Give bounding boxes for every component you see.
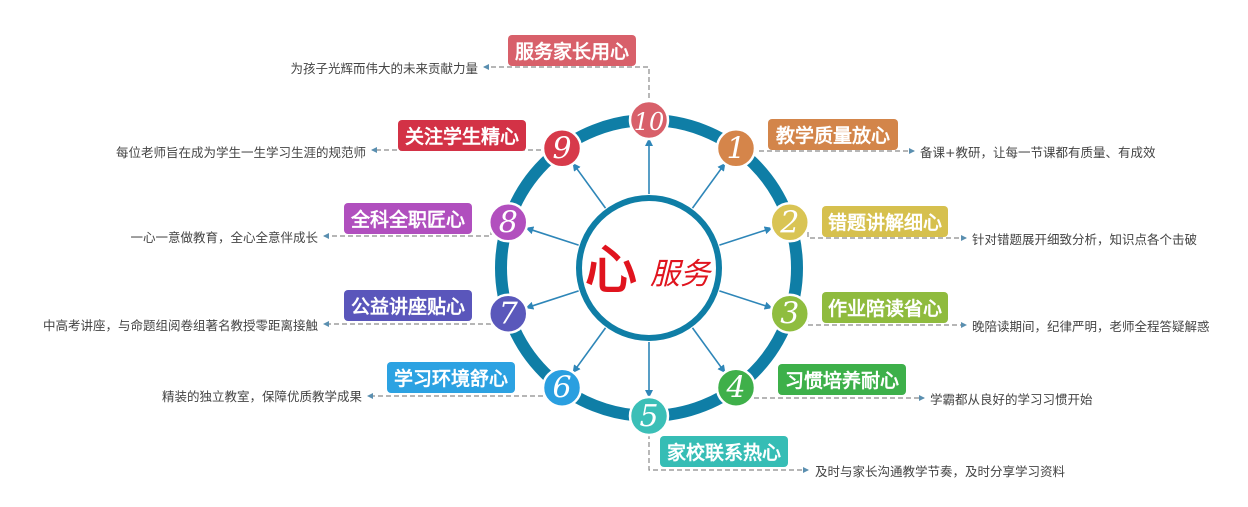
core-layer: 心 服务: [495, 114, 803, 422]
radial-arrow-4: [691, 327, 726, 374]
radial-arrow-6: [572, 327, 607, 374]
description-7: 中高考讲座，与命题组阅卷组著名教授零距离接触: [43, 318, 319, 333]
number-circle-4: [715, 367, 757, 408]
badge-label-7: 公益讲座贴心: [351, 295, 465, 318]
badge-label-1: 教学质量放心: [776, 124, 890, 147]
center-title-small: 服务: [650, 257, 713, 292]
arrow-layer: [525, 138, 773, 398]
connector-line-5: [648, 426, 809, 473]
number-label-9: 9: [552, 131, 571, 166]
number-circle-7: [487, 293, 529, 334]
description-10: 为孩子光辉而伟大的未来贡献力量: [290, 61, 478, 76]
description-5: 及时与家长沟通教学节奏，及时分享学习资料: [815, 464, 1066, 479]
number-label-10: 10: [634, 108, 665, 136]
number-label-3: 3: [780, 297, 799, 332]
badge-label-4: 习惯培养耐心: [785, 369, 899, 392]
badge-box-9: [398, 120, 526, 151]
badge-box-7: [344, 290, 472, 321]
description-4: 学霸都从良好的学习习惯开始: [930, 392, 1093, 407]
badge-label-3: 作业陪读省心: [828, 297, 942, 320]
connector-line-10: [483, 64, 650, 98]
number-label-4: 4: [725, 371, 745, 406]
description-1: 备课+教研，让每一节课都有质量、有成效: [920, 145, 1156, 160]
center-circle: [576, 195, 722, 341]
number-circle-9: [541, 128, 583, 169]
number-circle-1: [715, 128, 757, 169]
badge-label-10: 服务家长用心: [515, 40, 629, 63]
number-circle-10: [628, 99, 670, 141]
number-circle-5: [628, 395, 670, 437]
radial-arrow-2: [719, 226, 773, 246]
badge-box-1: [768, 119, 898, 150]
badge-label-5: 家校联系热心: [667, 441, 781, 464]
number-label-8: 8: [499, 205, 518, 240]
badge-label-6: 学习环境舒心: [394, 367, 508, 390]
radial-arrow-8: [525, 226, 579, 246]
number-label-6: 6: [552, 371, 571, 406]
badge-box-3: [822, 292, 948, 323]
radial-arrow-1: [691, 162, 726, 209]
badge-label-2: 错题讲解细心: [828, 211, 942, 234]
badge-box-10: [508, 35, 636, 66]
center-title-big: 心: [585, 240, 637, 301]
number-label-2: 2: [779, 205, 799, 240]
badge-box-6: [387, 362, 515, 393]
number-label-7: 7: [499, 297, 519, 332]
number-circle-8: [487, 202, 529, 243]
number-label-1: 1: [726, 131, 745, 166]
number-label-5: 5: [639, 399, 658, 434]
number-circle-6: [541, 367, 583, 408]
number-circle-3: [769, 293, 811, 334]
radial-arrow-9: [572, 162, 607, 209]
number-circle-2: [769, 202, 811, 243]
badge-box-8: [344, 203, 472, 234]
description-2: 针对错题展开细致分析，知识点各个击破: [972, 232, 1197, 247]
description-3: 晚陪读期间，纪律严明，老师全程答疑解惑: [972, 319, 1210, 334]
description-6: 精装的独立教室，保障优质教学成果: [162, 389, 363, 404]
radial-arrow-3: [719, 290, 773, 310]
badge-box-4: [778, 364, 906, 395]
badge-label-8: 全科全职匠心: [350, 208, 465, 231]
radial-arrow-7: [525, 290, 579, 310]
description-8: 一心一意做教育，全心全意伴成长: [130, 230, 318, 245]
badge-label-9: 关注学生精心: [405, 125, 519, 148]
description-9: 每位老师旨在成为学生一生学习生涯的规范师: [116, 145, 366, 160]
connector-line-3: [807, 309, 967, 328]
badge-box-2: [822, 206, 948, 237]
badge-box-5: [660, 436, 788, 467]
